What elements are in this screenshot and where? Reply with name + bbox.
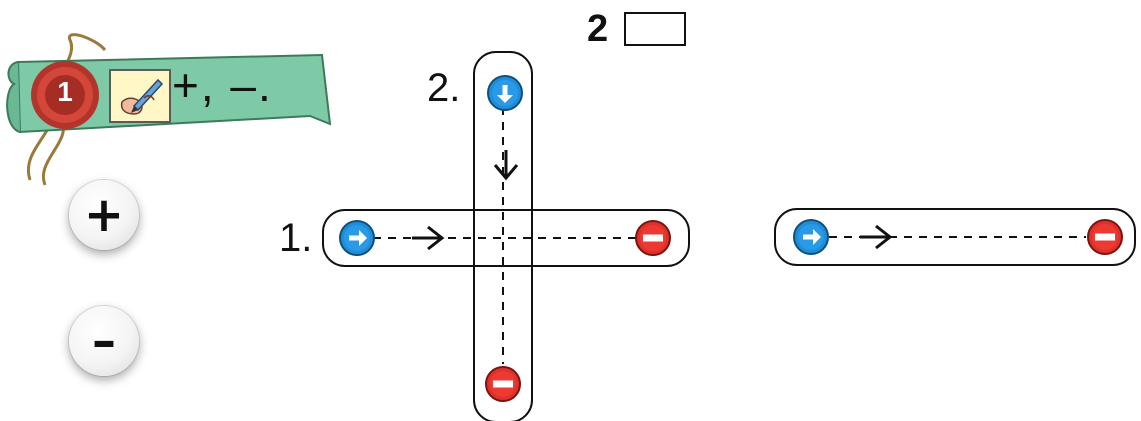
line3-frame bbox=[774, 208, 1136, 266]
arrow-down-icon bbox=[493, 150, 519, 181]
plus-sign: + bbox=[83, 187, 125, 243]
exercise-instruction: +, –. bbox=[172, 59, 273, 111]
pencil-hand-icon bbox=[114, 72, 166, 120]
minus-sign: – bbox=[92, 313, 116, 369]
line2-frame bbox=[473, 51, 533, 421]
start-marker-line1 bbox=[339, 220, 375, 256]
no-entry-icon-line3 bbox=[1087, 219, 1123, 255]
no-entry-icon-line1 bbox=[635, 220, 671, 256]
start-marker-line3 bbox=[793, 219, 829, 255]
task-number: 2 bbox=[587, 8, 609, 50]
answer-box[interactable] bbox=[624, 12, 686, 46]
start-marker-line2 bbox=[487, 75, 523, 111]
line2-label: 2. bbox=[427, 66, 461, 110]
line1-frame bbox=[322, 209, 690, 267]
arrow-right-icon bbox=[412, 225, 445, 251]
exercise-banner bbox=[6, 33, 332, 186]
no-entry-icon-line2 bbox=[485, 366, 521, 402]
arrow-right-icon bbox=[860, 224, 893, 250]
line1-label: 1. bbox=[279, 216, 313, 260]
exercise-number: 1 bbox=[57, 76, 73, 107]
plus-sign-button[interactable]: + bbox=[69, 180, 139, 250]
minus-sign-button[interactable]: – bbox=[69, 306, 139, 376]
